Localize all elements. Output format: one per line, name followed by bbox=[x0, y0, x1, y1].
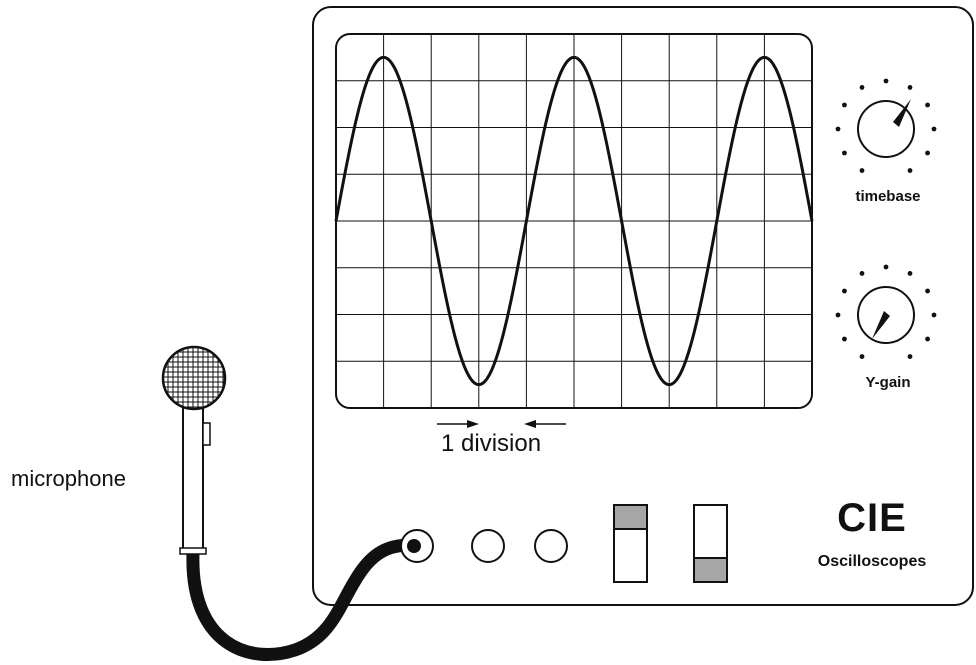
y-gain-pointer bbox=[872, 311, 890, 339]
timebase-scale-dot bbox=[907, 168, 913, 173]
socket-3[interactable] bbox=[534, 529, 568, 563]
brand-logo: CIE bbox=[837, 496, 907, 540]
timebase-knob[interactable] bbox=[835, 78, 937, 173]
switch-2[interactable] bbox=[693, 504, 728, 583]
timebase-scale-dot bbox=[835, 126, 841, 132]
timebase-label: timebase bbox=[855, 188, 921, 205]
y-gain-scale-dot bbox=[931, 312, 937, 318]
y-gain-knob[interactable] bbox=[835, 264, 937, 359]
socket-2[interactable] bbox=[471, 529, 505, 563]
division-label: 1 division bbox=[441, 430, 542, 457]
timebase-scale-dot bbox=[925, 150, 930, 156]
y-gain-scale-dots bbox=[835, 264, 937, 359]
screen-grid bbox=[336, 34, 812, 408]
switch-1[interactable] bbox=[613, 504, 648, 583]
oscilloscope-case bbox=[312, 6, 974, 606]
division-arrows bbox=[437, 420, 566, 428]
timebase-pointer bbox=[893, 99, 911, 127]
timebase-scale-dot bbox=[907, 85, 913, 90]
y-gain-scale-dot bbox=[859, 354, 865, 359]
timebase-scale-dot bbox=[842, 102, 847, 108]
timebase-scale-dot bbox=[842, 150, 847, 156]
y-gain-scale-dot bbox=[907, 354, 913, 359]
y-gain-scale-dot bbox=[842, 336, 847, 342]
y-gain-scale-dot bbox=[883, 264, 889, 270]
timebase-scale-dot bbox=[925, 102, 930, 108]
y-gain-scale-dot bbox=[842, 288, 847, 294]
y-gain-scale-dot bbox=[835, 312, 841, 318]
y-gain-scale-dot bbox=[907, 271, 913, 276]
timebase-scale-dots bbox=[835, 78, 937, 173]
y-gain-scale-dot bbox=[925, 288, 930, 294]
timebase-scale-dot bbox=[859, 85, 865, 90]
input-socket[interactable] bbox=[400, 529, 434, 563]
y-gain-scale-dot bbox=[859, 271, 865, 276]
timebase-scale-dot bbox=[859, 168, 865, 173]
microphone bbox=[161, 345, 227, 555]
y-gain-label: Y-gain bbox=[865, 374, 911, 391]
y-gain-scale-dot bbox=[925, 336, 930, 342]
microphone-label: microphone bbox=[11, 466, 126, 491]
timebase-scale-dot bbox=[931, 126, 937, 132]
timebase-scale-dot bbox=[883, 78, 889, 84]
microphone-cable bbox=[186, 538, 425, 661]
microphone-handle bbox=[182, 396, 204, 554]
brand-subtitle: Oscilloscopes bbox=[817, 553, 927, 570]
microphone-switch bbox=[202, 422, 211, 446]
sine-wave-trace bbox=[334, 55, 814, 387]
